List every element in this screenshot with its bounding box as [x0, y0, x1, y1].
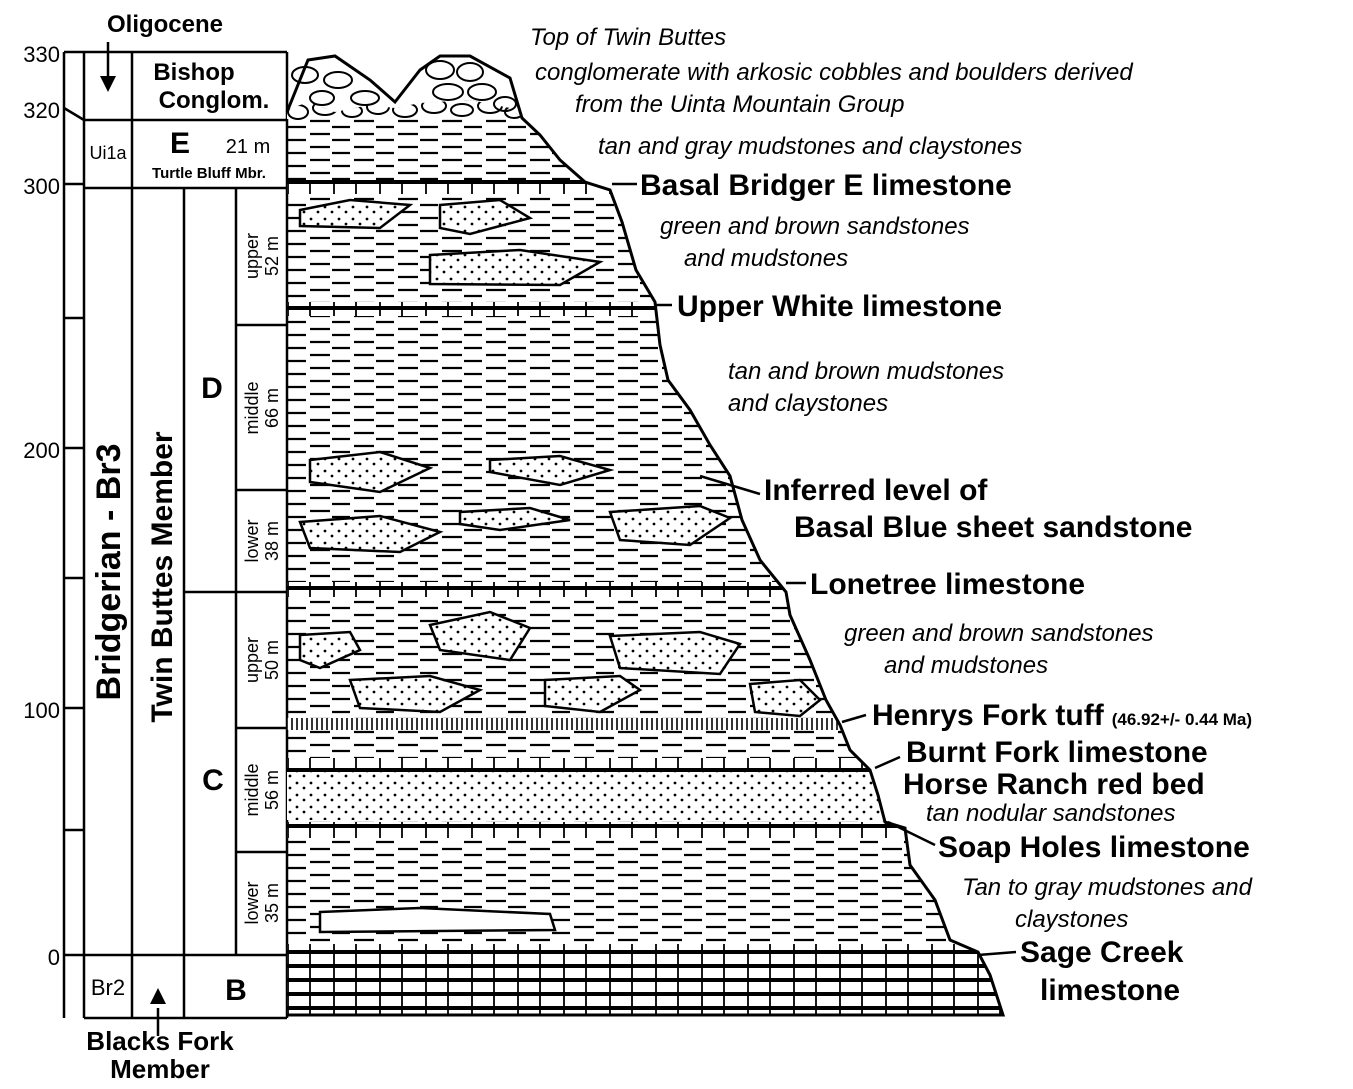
- blacks-fork-arrow: [150, 988, 166, 1036]
- tick-label-330: 330: [23, 42, 60, 67]
- column-outline: [285, 54, 1006, 1017]
- inferred-level-label-line1: Inferred level of: [764, 474, 988, 507]
- unit-e-thickness: 21 m: [226, 136, 270, 158]
- c-upper-thickness: 50 m: [262, 640, 282, 680]
- c-lower-label: lower: [242, 881, 262, 924]
- d-upper-label: upper: [242, 233, 262, 279]
- c-middle-thickness: 56 m: [262, 770, 282, 810]
- sage-creek-label-line2: limestone: [1040, 974, 1180, 1007]
- tan-gray-mudstone-desc: tan and gray mudstones and claystones: [598, 133, 1022, 160]
- oligocene-label: Oligocene: [107, 11, 223, 38]
- conglomerate-desc-line1: conglomerate with arkosic cobbles and bo…: [535, 59, 1133, 86]
- tick-label-320: 320: [23, 98, 60, 123]
- unit-b-label: B: [225, 974, 247, 1007]
- green-brown-desc-1-line2: and mudstones: [684, 245, 848, 272]
- tan-gray-desc-line1: Tan to gray mudstones and: [962, 874, 1253, 901]
- burnt-fork-label: Burnt Fork limestone: [906, 736, 1208, 769]
- henrys-fork-age: (46.92+/- 0.44 Ma): [1112, 710, 1252, 729]
- unit-d-label: D: [201, 372, 223, 405]
- tick-label-200: 200: [23, 438, 60, 463]
- c-upper-label: upper: [242, 637, 262, 683]
- henrys-fork-name: Henrys Fork tuff: [872, 699, 1105, 732]
- depth-scale: 330 320 300 200 100 0: [23, 42, 85, 1018]
- conglomerate-desc-line2: from the Uinta Mountain Group: [575, 91, 905, 118]
- soap-holes-label: Soap Holes limestone: [938, 831, 1250, 864]
- henrys-fork-label: Henrys Fork tuff (46.92+/- 0.44 Ma): [872, 699, 1252, 732]
- green-brown-desc-2-line2: and mudstones: [884, 652, 1048, 679]
- blacks-fork-label-line1: Blacks Fork: [86, 1026, 234, 1056]
- tick-label-300: 300: [23, 174, 60, 199]
- twin-buttes-label: Twin Buttes Member: [146, 431, 179, 722]
- unit-e-label: E: [170, 127, 190, 160]
- basal-bridger-label: Basal Bridger E limestone: [640, 169, 1012, 202]
- d-middle-thickness: 66 m: [262, 388, 282, 428]
- d-lower-label: lower: [242, 519, 262, 562]
- br2-label: Br2: [91, 975, 125, 1000]
- inferred-level-label-line2: Basal Blue sheet sandstone: [794, 511, 1192, 544]
- ui1a-label: Ui1a: [89, 143, 127, 163]
- bridgerian-label: Bridgerian - Br3: [90, 444, 128, 701]
- c-middle-label: middle: [242, 763, 262, 816]
- tick-320: [63, 106, 85, 122]
- tan-brown-desc-line1: tan and brown mudstones: [728, 358, 1004, 385]
- top-twin-buttes-desc: Top of Twin Buttes: [530, 24, 726, 51]
- tan-gray-desc-line2: claystones: [1015, 906, 1128, 933]
- tan-nodular-desc: tan nodular sandstones: [926, 800, 1176, 827]
- c-lower-thickness: 35 m: [262, 883, 282, 923]
- turtle-bluff-label: Turtle Bluff Mbr.: [152, 165, 266, 182]
- sandstone-lenses: [298, 198, 822, 934]
- green-brown-desc-1-line1: green and brown sandstones: [660, 213, 970, 240]
- d-upper-thickness: 52 m: [262, 236, 282, 276]
- upper-white-label: Upper White limestone: [677, 290, 1002, 323]
- d-lower-thickness: 38 m: [262, 521, 282, 561]
- green-brown-desc-2-line1: green and brown sandstones: [844, 620, 1154, 647]
- bishop-label-line1: Bishop: [153, 59, 234, 86]
- horse-ranch-label: Horse Ranch red bed: [903, 768, 1205, 801]
- blacks-fork-label-line2: Member: [110, 1054, 210, 1084]
- oligocene-arrow: [100, 42, 116, 92]
- tick-label-0: 0: [48, 945, 60, 970]
- d-middle-label: middle: [242, 381, 262, 434]
- lonetree-label: Lonetree limestone: [810, 568, 1085, 601]
- tan-brown-desc-line2: and claystones: [728, 390, 888, 417]
- bishop-label-line2: Conglom.: [159, 87, 270, 114]
- sage-creek-label-line1: Sage Creek: [1020, 936, 1184, 969]
- marker-leaders: [612, 182, 1017, 957]
- tick-label-100: 100: [23, 698, 60, 723]
- unit-c-label: C: [202, 764, 224, 797]
